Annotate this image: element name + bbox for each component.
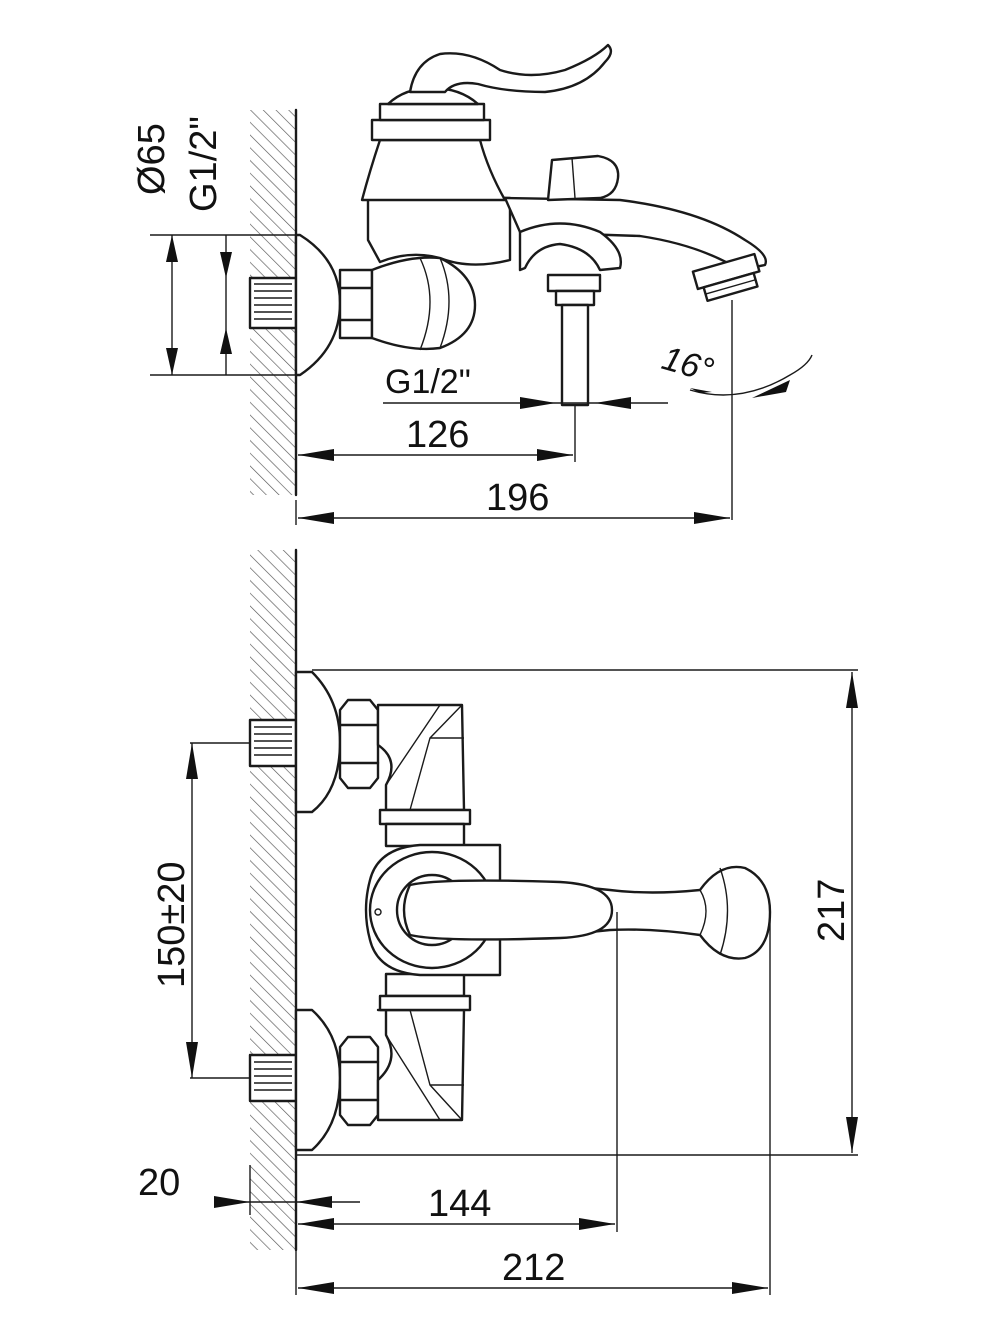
- label-144: 144: [428, 1183, 491, 1225]
- label-126: 126: [406, 414, 469, 456]
- label-centers: 150±20: [151, 861, 193, 988]
- aerator-top: [691, 252, 761, 303]
- dim-outlet-thread: [383, 397, 668, 409]
- hex-nut-top: [338, 268, 374, 340]
- elbow-lower: [376, 1008, 466, 1122]
- mixer-body-column: [378, 808, 472, 1012]
- label-thread-outlet: G1/2": [385, 363, 471, 401]
- escutcheon-top: [294, 233, 342, 377]
- label-wall-offset: 20: [138, 1162, 180, 1204]
- lever-handle-top: [408, 43, 613, 94]
- diverter-knob: [546, 154, 620, 202]
- spout-top: [503, 196, 767, 272]
- dim-centers: [186, 742, 250, 1079]
- dim-217: [296, 669, 858, 1156]
- hex-nut-lower: [338, 1035, 380, 1127]
- hand-shower-outlet: [546, 273, 602, 407]
- cartridge-column: [366, 196, 512, 266]
- side-view: Ø65 G1/2" G1/2" 16° 126: [131, 43, 813, 525]
- escutcheon-upper: [294, 670, 342, 814]
- label-angle: 16°: [658, 339, 718, 390]
- valve-body-top: [370, 256, 477, 351]
- wall-hatch-bottom: [250, 550, 296, 1250]
- dim-diameter: [150, 234, 296, 376]
- wall-thread-top: [248, 276, 298, 330]
- wall-thread-upper: [248, 718, 298, 768]
- escutcheon-lower: [294, 1008, 342, 1152]
- label-212: 212: [502, 1247, 565, 1289]
- dim-angle: [689, 300, 813, 520]
- dim-212: [295, 912, 771, 1295]
- label-diameter: Ø65: [131, 123, 173, 195]
- elbow-upper: [376, 703, 466, 812]
- wall-thread-lower: [248, 1053, 298, 1103]
- front-view: 150±20 217 20 144: [138, 548, 858, 1295]
- dim-126: [298, 405, 576, 462]
- label-thread-wall: G1/2": [183, 116, 225, 212]
- dim-196: [295, 500, 730, 525]
- label-217: 217: [811, 879, 853, 942]
- dim-144: [298, 912, 618, 1232]
- hex-nut-upper: [338, 698, 380, 790]
- label-196: 196: [486, 477, 549, 519]
- dim-wall-offset: [214, 1165, 360, 1215]
